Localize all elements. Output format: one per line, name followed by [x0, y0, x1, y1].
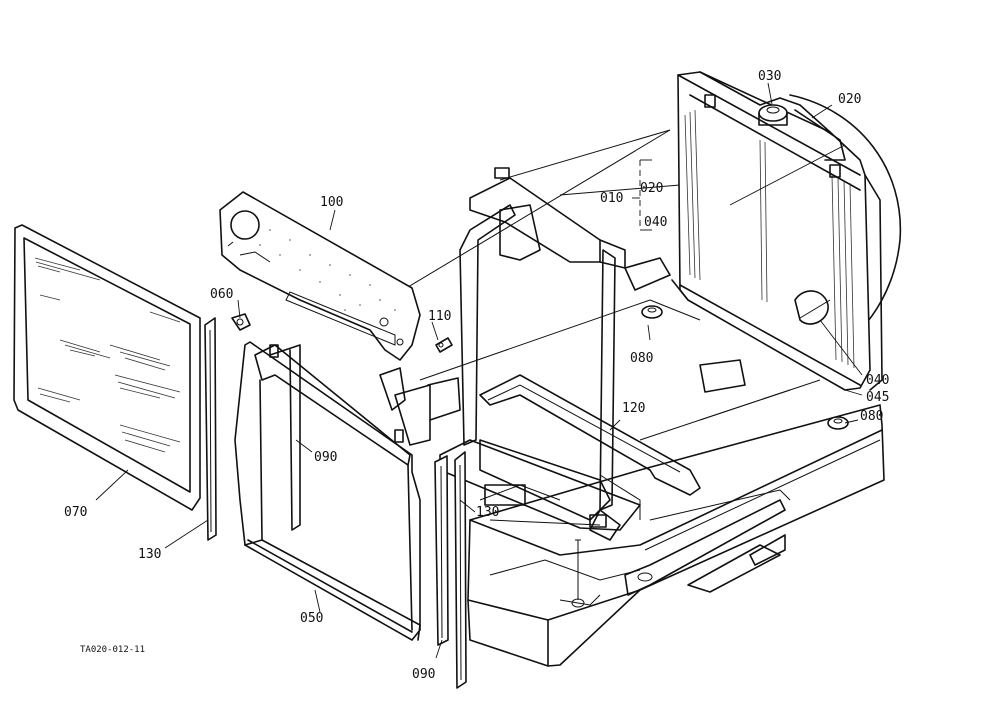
- label-050: 050: [300, 611, 323, 626]
- label-020-fan: 020: [838, 92, 861, 107]
- radiator-support-120: [439, 167, 701, 541]
- leader-lines: [95, 82, 863, 659]
- cushion-080-lower: [827, 416, 849, 430]
- label-090-center: 090: [314, 450, 337, 465]
- seal-strip-130-left: [204, 317, 217, 541]
- cushion-080-upper: [641, 305, 663, 319]
- radiator-assembly: [671, 71, 902, 391]
- screen-070: [13, 224, 201, 511]
- clip-060: [231, 313, 251, 331]
- label-080-upper: 080: [630, 351, 653, 366]
- label-110: 110: [428, 309, 451, 324]
- base-frame: [467, 404, 885, 667]
- baffle-plate-100: [219, 191, 461, 446]
- frame-050: [234, 341, 421, 641]
- label-100: 100: [320, 195, 343, 210]
- label-130-right: 130: [476, 505, 499, 520]
- label-080-lower: 080: [860, 409, 883, 424]
- bolt-110: [435, 337, 453, 353]
- label-120: 120: [622, 401, 645, 416]
- drawing-code: TA020-012-11: [80, 645, 145, 655]
- seal-strip-090-right: [434, 455, 449, 646]
- label-045: 045: [866, 390, 889, 405]
- seal-strip-130-right: [454, 451, 467, 689]
- label-040-kit: 040: [644, 215, 667, 230]
- label-010: 010: [600, 191, 623, 206]
- label-020-kit: 020: [640, 181, 663, 196]
- label-030: 030: [758, 69, 781, 84]
- label-040-drain: 040: [866, 373, 889, 388]
- label-070: 070: [64, 505, 87, 520]
- part-labels: 100 060 110 030 020 010 020 040 080 040 …: [64, 69, 889, 682]
- label-090-bottom: 090: [412, 667, 435, 682]
- label-060: 060: [210, 287, 233, 302]
- frame-outline: [377, 129, 821, 441]
- label-130-left: 130: [138, 547, 161, 562]
